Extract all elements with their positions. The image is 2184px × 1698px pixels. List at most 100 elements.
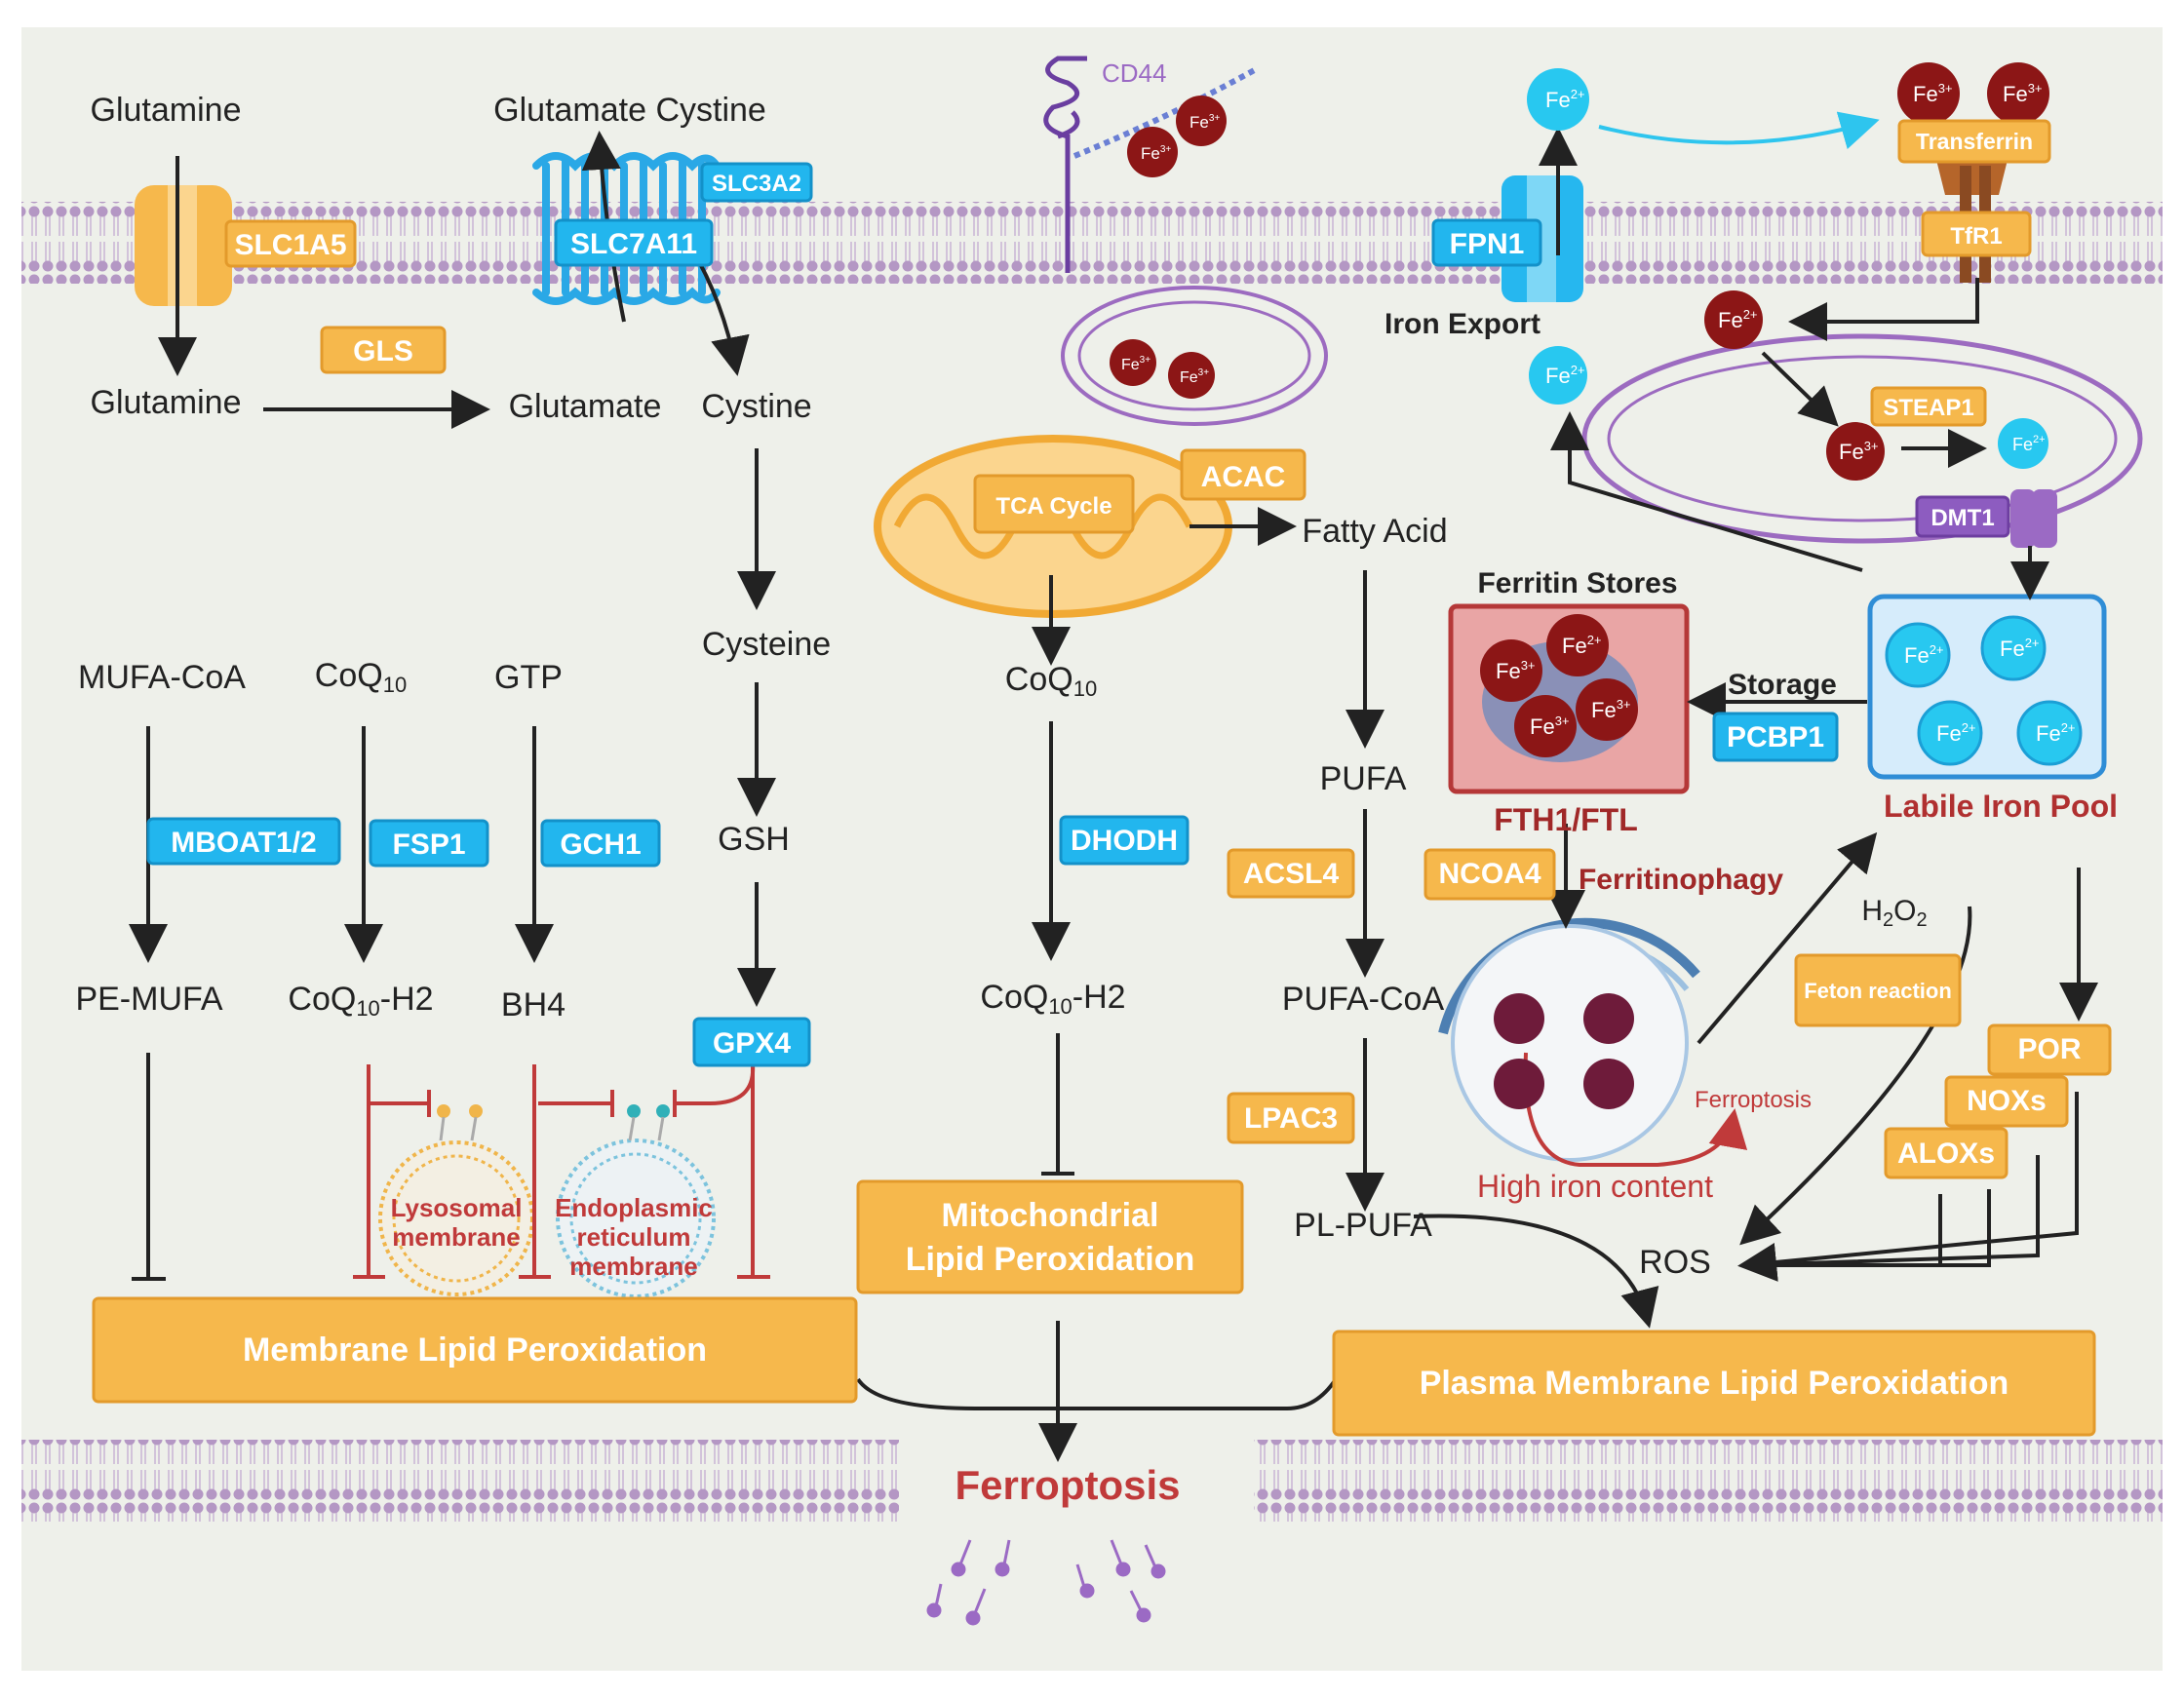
lysosomal-label-1: Lysosomal bbox=[391, 1193, 523, 1222]
svg-text:Fe2+: Fe2+ bbox=[1545, 363, 1585, 388]
pl-pufa: PL-PUFA bbox=[1294, 1207, 1432, 1244]
plasma-membrane-bottom-right bbox=[1254, 1440, 2163, 1522]
gtp: GTP bbox=[494, 659, 563, 696]
glutamate: Glutamate bbox=[509, 388, 662, 425]
metabolite-labels: Glutamine Glutamate Cystine Glutamine Gl… bbox=[75, 92, 1927, 1281]
slc3a2-label: SLC3A2 bbox=[712, 171, 801, 197]
svg-text:Fe3+: Fe3+ bbox=[1141, 144, 1171, 163]
svg-text:Fe2+: Fe2+ bbox=[1545, 87, 1585, 112]
transferrin-label: Transferrin bbox=[1916, 129, 2033, 154]
fth1-ftl-label: FTH1/FTL bbox=[1494, 802, 1638, 837]
annotation-labels: Iron Export Ferritin Stores FTH1/FTL Sto… bbox=[391, 308, 2118, 1508]
svg-text:Fe3+: Fe3+ bbox=[1190, 113, 1220, 132]
fsp1-label: FSP1 bbox=[392, 829, 465, 861]
cystine: Cystine bbox=[701, 388, 811, 425]
ferroptosis-main-label: Ferroptosis bbox=[955, 1462, 1180, 1508]
cyan-boxes bbox=[146, 162, 2010, 1067]
dmt1-label: DMT1 bbox=[1930, 505, 1994, 531]
ros: ROS bbox=[1639, 1244, 1711, 1281]
er-label-3: membrane bbox=[569, 1252, 698, 1281]
mboat-label: MBOAT1/2 bbox=[171, 827, 316, 859]
svg-text:Fe2+: Fe2+ bbox=[2036, 720, 2076, 746]
steap1-label: STEAP1 bbox=[1883, 395, 1973, 421]
svg-text:Fe2+: Fe2+ bbox=[1718, 307, 1758, 332]
gls-label: GLS bbox=[353, 335, 413, 367]
svg-text:Fe2+: Fe2+ bbox=[1904, 642, 1944, 668]
gpx4-label: GPX4 bbox=[713, 1027, 791, 1060]
iron-atoms bbox=[1110, 62, 2083, 1109]
mufa-coa: MUFA-CoA bbox=[78, 659, 246, 696]
svg-text:Fe3+: Fe3+ bbox=[2003, 81, 2043, 106]
orange-boxes bbox=[92, 119, 2112, 1437]
plasma-membrane-top bbox=[21, 202, 2163, 284]
svg-text:Fe2+: Fe2+ bbox=[1936, 720, 1976, 746]
cd44-label: CD44 bbox=[1102, 58, 1166, 88]
cysteine: Cysteine bbox=[702, 626, 831, 663]
ferroptosis-small-label: Ferroptosis bbox=[1695, 1087, 1812, 1113]
coq10-left: CoQ10 bbox=[315, 657, 407, 697]
svg-text:Fe2+: Fe2+ bbox=[2000, 636, 2040, 661]
coq10h2-mid: CoQ10-H2 bbox=[980, 979, 1125, 1019]
tfr1-label: TfR1 bbox=[1950, 223, 2002, 250]
plasma-lp-label: Plasma Membrane Lipid Peroxidation bbox=[1420, 1365, 2009, 1402]
svg-text:Fe2+: Fe2+ bbox=[2012, 434, 2046, 454]
svg-text:Fe3+: Fe3+ bbox=[1591, 697, 1631, 722]
por-label: POR bbox=[2017, 1033, 2081, 1065]
lpac3-label: LPAC3 bbox=[1244, 1102, 1338, 1135]
svg-text:Fe3+: Fe3+ bbox=[1839, 439, 1879, 464]
cd44-receptor bbox=[1043, 56, 1260, 273]
pathway-arrows bbox=[129, 127, 2098, 1462]
mito-lp-line1: Mitochondrial bbox=[942, 1197, 1159, 1234]
dmt1-channel bbox=[2010, 489, 2036, 548]
lysosomal-label-2: membrane bbox=[392, 1222, 521, 1252]
tca-label: TCA Cycle bbox=[995, 493, 1112, 520]
glutamine-top: Glutamine bbox=[91, 92, 242, 129]
iron-export-label: Iron Export bbox=[1384, 308, 1540, 340]
plasma-membrane-bottom-left bbox=[21, 1440, 899, 1522]
noxs-label: NOXs bbox=[1967, 1085, 2047, 1117]
gsh: GSH bbox=[718, 821, 790, 858]
labile-iron-pool-label: Labile Iron Pool bbox=[1884, 789, 2118, 824]
pe-mufa: PE-MUFA bbox=[75, 981, 222, 1018]
fatty-acid: Fatty Acid bbox=[1302, 513, 1447, 550]
iron-cycle-arrow bbox=[1598, 111, 1880, 150]
pcbp1-label: PCBP1 bbox=[1727, 721, 1824, 753]
svg-text:Fe3+: Fe3+ bbox=[1913, 81, 1953, 106]
glutamine-bottom: Glutamine bbox=[91, 384, 242, 421]
er-label-2: reticulum bbox=[576, 1222, 690, 1252]
fenton-label: Feton reaction bbox=[1804, 979, 1952, 1003]
coq10-mid: CoQ10 bbox=[1005, 661, 1097, 701]
svg-text:Fe3+: Fe3+ bbox=[1496, 658, 1536, 683]
slc1a5-label: SLC1A5 bbox=[234, 229, 346, 261]
ferritin-stores-label: Ferritin Stores bbox=[1477, 567, 1677, 599]
ferritinophagy-label: Ferritinophagy bbox=[1579, 864, 1783, 896]
membrane-lp-label: Membrane Lipid Peroxidation bbox=[243, 1331, 707, 1369]
glutamate-cystine: Glutamate Cystine bbox=[493, 92, 766, 129]
svg-text:Fe3+: Fe3+ bbox=[1180, 367, 1209, 386]
high-iron-label: High iron content bbox=[1477, 1169, 1713, 1204]
dhodh-label: DHODH bbox=[1071, 825, 1178, 857]
acac-label: ACAC bbox=[1201, 461, 1286, 493]
endosome-right-inner bbox=[1607, 355, 2118, 522]
storage-label: Storage bbox=[1728, 669, 1837, 701]
aloxs-label: ALOXs bbox=[1897, 1138, 1995, 1170]
svg-text:Fe2+: Fe2+ bbox=[1562, 633, 1602, 658]
svg-text:Fe3+: Fe3+ bbox=[1530, 714, 1570, 739]
autophagosome bbox=[1438, 917, 1700, 1162]
lipid-fragments bbox=[926, 1539, 1166, 1626]
pufa-coa: PUFA-CoA bbox=[1282, 981, 1445, 1018]
coq10h2-left: CoQ10-H2 bbox=[288, 981, 433, 1021]
bh4: BH4 bbox=[501, 986, 566, 1023]
slc1a5-transporter bbox=[135, 185, 232, 306]
h2o2: H2O2 bbox=[1861, 895, 1927, 931]
gch1-label: GCH1 bbox=[560, 829, 641, 861]
pufa: PUFA bbox=[1320, 760, 1407, 797]
acsl4-label: ACSL4 bbox=[1243, 858, 1340, 890]
svg-text:Fe3+: Fe3+ bbox=[1121, 355, 1150, 373]
enzyme-labels: SLC1A5 GLS SLC7A11 SLC3A2 MBOAT1/2 FSP1 … bbox=[171, 129, 2082, 1402]
iron-labels: Fe2+ Fe2+ Fe2+ Fe2+ Fe2+ Fe2+ Fe2+ Fe3+ … bbox=[1121, 81, 2076, 746]
slc7a11-label: SLC7A11 bbox=[570, 228, 697, 260]
er-membrane-vesicle bbox=[556, 1138, 716, 1298]
